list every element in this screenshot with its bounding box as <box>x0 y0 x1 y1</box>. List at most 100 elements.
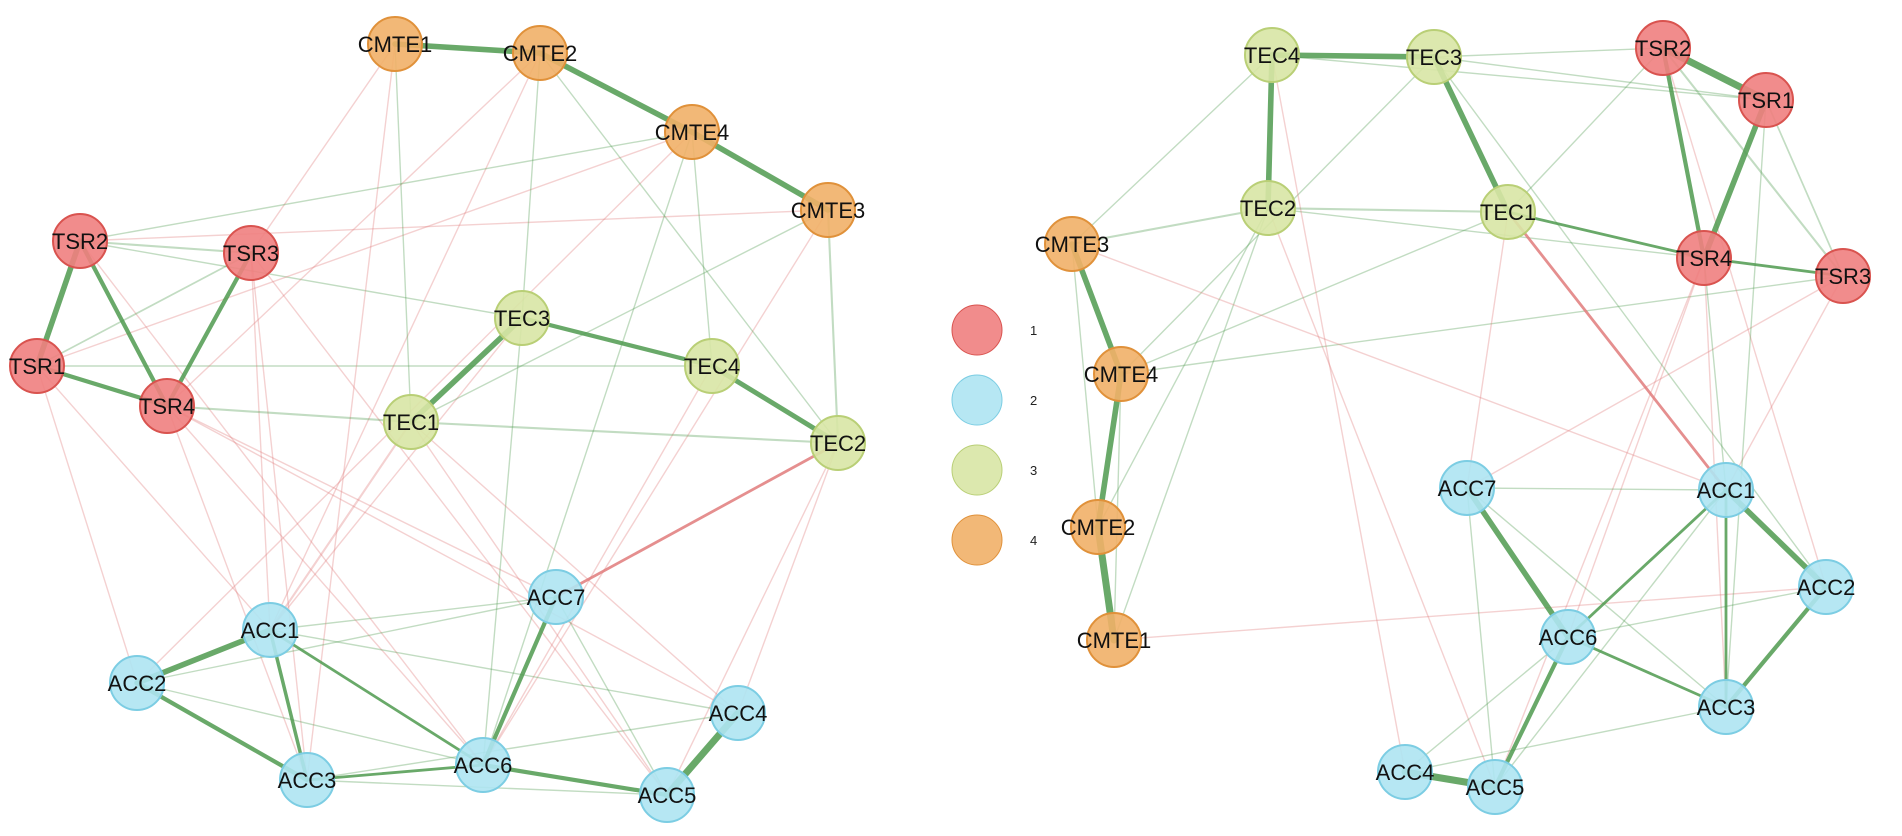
edge-tsr3-acc1 <box>1725 275 1844 491</box>
legend-swatch <box>951 444 1003 496</box>
edge-tsr4-acc5 <box>1494 257 1705 788</box>
edge-tsr1-tsr3 <box>1765 99 1844 277</box>
edge-tec4-acc4 <box>1271 54 1406 773</box>
edge-cmte3-tec2 <box>826 208 840 445</box>
node-circle <box>1070 499 1126 555</box>
node-circle <box>1698 679 1754 735</box>
node-circle <box>139 378 195 434</box>
node-tsr2: TSR2 <box>1635 20 1691 76</box>
node-circle <box>1540 609 1596 665</box>
node-label: TSR4 <box>1676 246 1732 271</box>
node-circle <box>1738 72 1794 128</box>
edge-tsr2-tsr4 <box>1660 45 1707 261</box>
edge-tsr2-tsr3 <box>78 239 253 255</box>
edge-tec3-acc2 <box>1433 56 1827 588</box>
node-tec4: TEC4 <box>1244 27 1300 83</box>
edge-tsr1-tsr3 <box>36 252 252 367</box>
node-acc3: ACC3 <box>278 752 336 808</box>
node-tec1: TEC1 <box>1480 184 1536 240</box>
node-circle <box>664 104 720 160</box>
node-label: TEC4 <box>684 354 740 379</box>
node-tsr1: TSR1 <box>9 338 65 394</box>
node-label: CMTE4 <box>655 120 730 145</box>
node-circle <box>1093 346 1149 402</box>
node-tec2: TEC2 <box>810 415 866 471</box>
edge-tsr4-acc4 <box>166 405 739 714</box>
node-circle <box>1439 460 1495 516</box>
legend-item-4: 4 <box>951 514 1037 566</box>
edge-tsr2-tsr4 <box>77 238 170 409</box>
node-acc5: ACC5 <box>638 767 697 823</box>
node-circle <box>810 415 866 471</box>
node-circle <box>639 767 695 823</box>
node-acc4: ACC4 <box>709 685 767 741</box>
node-tsr2: TSR2 <box>52 213 108 269</box>
edge-tec1-acc4 <box>410 421 739 714</box>
node-cmte2: CMTE2 <box>1061 499 1135 555</box>
edge-tsr1-tsr4 <box>1701 97 1769 261</box>
edge-acc1-acc6 <box>268 628 485 767</box>
edge-tec3-tsr1 <box>1433 56 1767 101</box>
node-acc7: ACC7 <box>1438 460 1496 516</box>
edge-cmte3-cmte2 <box>1071 243 1099 528</box>
edge-acc7-acc5 <box>555 596 668 796</box>
node-circle <box>109 655 165 711</box>
node-label: TSR2 <box>1635 36 1691 61</box>
node-acc6: ACC6 <box>1539 609 1598 665</box>
edge-cmte4-tec4 <box>691 131 713 367</box>
node-acc1: ACC1 <box>1697 462 1755 518</box>
node-circle <box>710 685 766 741</box>
edge-acc1-acc4 <box>269 629 739 714</box>
node-label: TEC4 <box>1244 43 1300 68</box>
legend-item-2: 2 <box>951 374 1037 426</box>
node-circle <box>1240 180 1296 236</box>
node-circle <box>1244 27 1300 83</box>
node-acc2: ACC2 <box>108 655 166 711</box>
legend-swatch <box>951 304 1003 356</box>
edge-tsr2-acc6 <box>79 240 484 766</box>
node-label: TEC3 <box>494 306 550 331</box>
node-tec3: TEC3 <box>494 290 550 346</box>
node-circle <box>242 602 298 658</box>
edge-tec3-acc6 <box>482 317 523 766</box>
edge-tec1-tsr2 <box>1507 47 1664 213</box>
edge-tsr4-acc6 <box>1567 257 1705 638</box>
node-cmte4: CMTE4 <box>1084 346 1158 402</box>
edge-cmte2-tec2 <box>539 52 839 444</box>
node-label: CMTE2 <box>503 41 578 66</box>
edge-tec3-acc1 <box>269 317 523 631</box>
edge-tec3-tec4 <box>519 315 715 369</box>
edge-acc3-acc6 <box>305 763 485 782</box>
edge-acc2-acc7 <box>136 596 557 684</box>
edge-tsr4-tec1 <box>165 404 413 424</box>
node-circle <box>512 25 568 81</box>
node-label: ACC6 <box>1539 625 1598 650</box>
edge-tsr1-acc2 <box>36 365 138 684</box>
edge-tsr3-acc3 <box>250 252 308 781</box>
edge-acc2-acc3 <box>134 680 310 783</box>
edge-tec1-tsr4 <box>1506 210 1706 260</box>
node-label: ACC6 <box>454 753 513 778</box>
node-cmte1: CMTE1 <box>358 16 432 72</box>
edge-cmte1-acc2 <box>1113 586 1827 641</box>
node-circle <box>528 569 584 625</box>
node-cmte3: CMTE3 <box>791 182 865 238</box>
legend-item-3: 3 <box>951 444 1037 496</box>
edge-acc2-acc6 <box>136 682 484 766</box>
legend-swatch <box>951 374 1003 426</box>
edge-tsr4-acc7 <box>166 405 557 598</box>
edge-tec1-acc7 <box>1466 211 1509 489</box>
edge-tsr3-acc5 <box>250 252 668 796</box>
edge-cmte2-tec3 <box>521 52 541 319</box>
node-label: TSR4 <box>139 394 195 419</box>
edge-acc7-acc3 <box>1466 487 1727 708</box>
node-label: TSR3 <box>1815 264 1871 289</box>
edge-tec2-tec1 <box>1266 206 1510 214</box>
node-label: ACC4 <box>1376 760 1435 785</box>
node-acc3: ACC3 <box>1697 679 1755 735</box>
node-label: ACC5 <box>638 783 697 808</box>
node-circle <box>684 338 740 394</box>
node-circle <box>1044 216 1100 272</box>
node-label: ACC1 <box>241 618 300 643</box>
edge-cmte4-tsr2 <box>79 131 693 242</box>
